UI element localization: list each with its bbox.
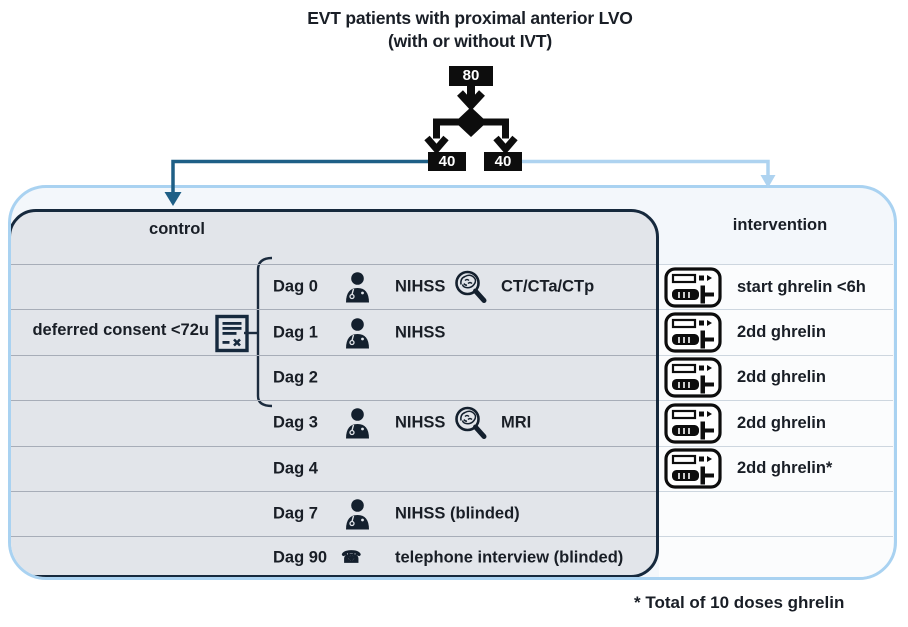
- syringe-icon: [664, 312, 722, 353]
- imaging-label: MRI: [501, 413, 532, 432]
- day-label: Dag 4: [273, 459, 318, 478]
- split-bar: [433, 118, 509, 126]
- n-total-node: 80: [449, 66, 493, 86]
- imaging-label: CT/CTa/CTp: [501, 277, 595, 296]
- table-row-int-2: 2dd ghrelin: [659, 354, 893, 401]
- assessment-label: NIHSS: [395, 413, 446, 432]
- telephone-icon: ☎: [341, 548, 362, 567]
- control-schedule-table: Dag 0 NIHSS CT/CTa/CTp Dag 1: [11, 264, 656, 577]
- diagram-title: EVT patients with proximal anterior LVO …: [174, 7, 766, 53]
- table-row-int-4: 2dd ghrelin*: [659, 445, 893, 491]
- chevron-arrow-icon: [424, 135, 449, 155]
- table-row-dag7: Dag 7 NIHSS (blinded): [11, 490, 656, 536]
- table-row-int-5: [659, 490, 893, 537]
- magnifier-brain-icon: [455, 270, 487, 304]
- control-arm-panel: [11, 209, 659, 577]
- assessment-label: telephone interview (blinded): [395, 548, 624, 567]
- chevron-arrow-icon: [457, 90, 485, 111]
- table-row-int-6: [659, 536, 893, 577]
- doctor-icon: [346, 499, 369, 530]
- control-arm-title: control: [149, 220, 205, 238]
- table-row-int-1: 2dd ghrelin: [659, 309, 893, 355]
- assessment-label: NIHSS (blinded): [395, 504, 520, 523]
- doctor-icon: [346, 408, 369, 439]
- doctor-icon: [346, 272, 369, 303]
- assessment-label: NIHSS: [395, 323, 446, 342]
- n-control-node: 40: [428, 152, 466, 171]
- table-row-dag0: Dag 0 NIHSS CT/CTa/CTp: [11, 264, 656, 309]
- table-row-dag1: Dag 1 NIHSS: [11, 309, 656, 354]
- intervention-arm-title: intervention: [732, 216, 828, 234]
- table-row-dag2: Dag 2: [11, 354, 656, 400]
- title-line-2: (with or without IVT): [388, 31, 552, 51]
- magnifier-brain-icon: [455, 407, 487, 440]
- title-line-1: EVT patients with proximal anterior LVO: [307, 8, 633, 28]
- dose-label: 2dd ghrelin: [737, 323, 826, 342]
- day-label: Dag 2: [273, 368, 318, 387]
- deferred-consent-label: deferred consent <72u: [32, 321, 209, 339]
- dose-label: 2dd ghrelin: [737, 368, 826, 387]
- randomization-diamond-icon: [455, 107, 487, 137]
- table-row-dag4: Dag 4: [11, 445, 656, 491]
- table-row-int-3: 2dd ghrelin: [659, 400, 893, 446]
- dose-label: 2dd ghrelin*: [737, 459, 833, 478]
- syringe-icon: [664, 357, 722, 399]
- day-label: Dag 90: [273, 548, 328, 567]
- syringe-icon: [664, 403, 722, 444]
- intervention-arm-connector: [522, 159, 770, 177]
- day-label: Dag 7: [273, 504, 318, 523]
- chevron-arrow-icon: [493, 135, 518, 155]
- ghrelin-footnote: * Total of 10 doses ghrelin: [634, 593, 845, 612]
- syringe-icon: [664, 448, 722, 489]
- n-intervention-node: 40: [484, 152, 522, 171]
- table-row-int-0: start ghrelin <6h: [659, 264, 893, 310]
- split-stub-right: [502, 118, 509, 139]
- intervention-arm-panel: control intervention deferred consent <7…: [8, 185, 897, 580]
- dose-label: 2dd ghrelin: [737, 413, 826, 432]
- intervention-schedule-table: start ghrelin <6h 2dd ghrelin: [659, 264, 893, 577]
- dose-label: start ghrelin <6h: [737, 277, 866, 296]
- split-stub-left: [433, 118, 440, 139]
- doctor-icon: [346, 317, 369, 349]
- syringe-icon: [664, 267, 722, 308]
- consent-bracket: [244, 256, 273, 408]
- day-label: Dag 0: [273, 277, 318, 296]
- assessment-label: NIHSS: [395, 277, 446, 296]
- day-label: Dag 1: [273, 323, 318, 342]
- table-row-dag90: Dag 90 ☎ telephone interview (blinded): [11, 536, 656, 577]
- table-row-dag3: Dag 3 NIHSS MRI: [11, 400, 656, 445]
- day-label: Dag 3: [273, 413, 318, 432]
